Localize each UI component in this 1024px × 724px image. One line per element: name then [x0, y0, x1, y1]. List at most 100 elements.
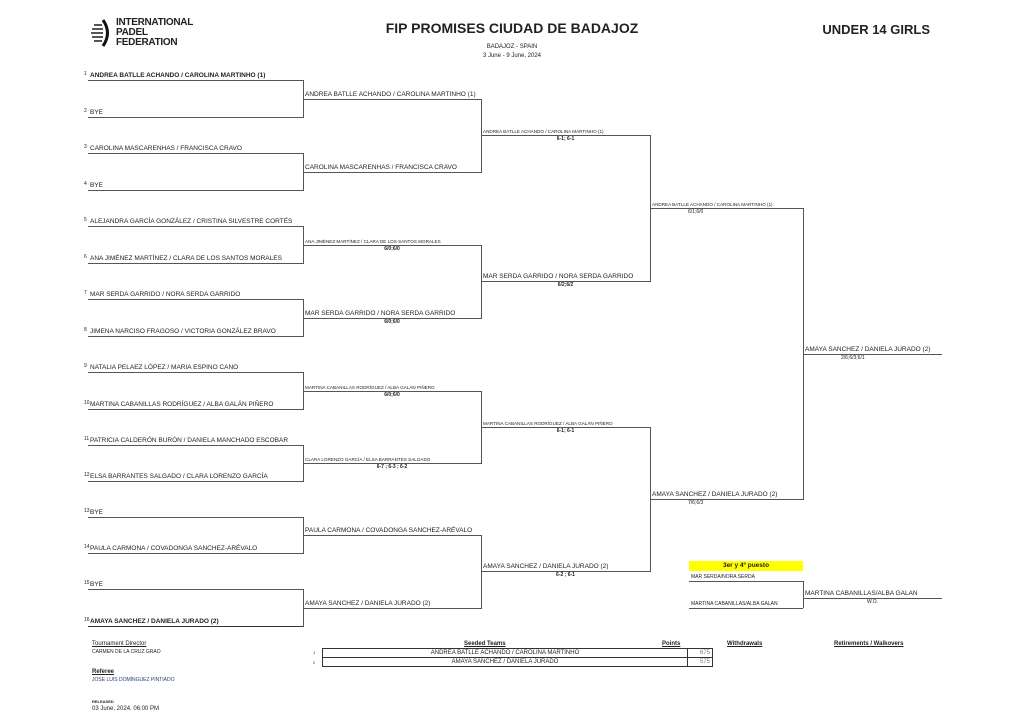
team-name: ANDREA BATLLE ACHANDO / CAROLINA MARTINH…: [90, 72, 266, 79]
category-title: UNDER 14 GIRLS: [822, 22, 930, 37]
retirements-label: Retirements / Walkovers: [834, 641, 904, 647]
match-winner: ANDREA BATLLE ACHANDO / CAROLINA MARTINH…: [650, 196, 803, 215]
logo-line: INTERNATIONAL: [116, 17, 194, 28]
draw-entry: PAULA CARMONA / COVADONGA SANCHEZ-ARÉVAL…: [88, 541, 303, 554]
draw-entry: BYE: [88, 105, 303, 118]
draw-position: 6: [84, 254, 87, 260]
draw-position: 4: [84, 181, 87, 187]
draw-position: 7: [84, 290, 87, 296]
draw-position: 2: [84, 108, 87, 114]
match-winner: CLARA LORENZO GARCÍA / ELSA BARRANTES SA…: [303, 451, 481, 470]
match-winner: AMAYA SANCHEZ / DANIELA JURADO (2)6-2 ; …: [481, 559, 650, 578]
team-name: ANDREA BATLLE ACHANDO / CAROLINA MARTINH…: [483, 129, 604, 134]
match-winner: AMAYA SANCHEZ / DANIELA JURADO (2) 7/6;6/…: [650, 487, 803, 506]
location: BADAJOZ - SPAIN: [486, 44, 538, 50]
draw-entry: ANA JIMÉNEZ MARTÍNEZ / CLARA DE LOS SANT…: [88, 251, 303, 264]
footer-released: RELEASED 03 June, 2024. 06:00 PM: [92, 699, 159, 712]
draw-entry: CAROLINA MASCARENHAS / FRANCISCA CRAVO: [88, 141, 303, 154]
team-name: CAROLINA MASCARENHAS / FRANCISCA CRAVO: [305, 163, 457, 171]
draw-entry: BYE: [88, 178, 303, 191]
match-winner: MARTINA CABANILLAS RODRÍGUEZ / ALBA GALÁ…: [481, 415, 650, 434]
match-score: 6-1; 6-1: [556, 427, 575, 434]
draw-position: 16: [84, 617, 90, 623]
draw-position: 9: [84, 363, 87, 369]
draw-entry: NATALIA PELAEZ LÓPEZ / MARIA ESPINO CANO: [88, 360, 303, 373]
team-name: AMAYA SANCHEZ / DANIELA JURADO (2): [652, 491, 778, 498]
director-name: CARMEN DE LA CRUZ GRAO: [92, 649, 161, 655]
fip-logo-icon: [91, 19, 109, 47]
match-winner: AMAYA SANCHEZ / DANIELA JURADO (2): [303, 596, 481, 609]
team-name: ANDREA BATLLE ACHANDO / CAROLINA MARTINH…: [305, 90, 476, 98]
draw-entry: MARTINA CABANILLAS RODRÍGUEZ / ALBA GALÁ…: [88, 397, 303, 410]
draw-position: 1: [84, 71, 87, 77]
points-label: Points: [662, 641, 681, 647]
released-date: 03 June, 2024. 06:00 PM: [92, 706, 160, 712]
seed-team: AMAYA SANCHEZ / DANIELA JURADO: [322, 657, 688, 667]
team-name: MARTINA CABANILLAS/ALBA GALAN: [691, 601, 778, 607]
team-name: AMAYA SANCHEZ / DANIELA JURADO (2): [805, 345, 931, 353]
team-name: PATRICIA CALDERÓN BURÓN / DANIELA MANCHA…: [90, 437, 289, 444]
draw-position: 12: [84, 472, 90, 478]
draw-position: 11: [84, 436, 90, 442]
table-row: ANDREA BATLLE ACHANDO / CAROLINA MARTINH…: [322, 648, 713, 658]
match-score: 7/6;6/3: [688, 500, 704, 506]
team-name: MARTINA CABANILLAS/ALBA GALAN: [805, 590, 918, 597]
logo-line: PADEL: [116, 27, 148, 38]
team-name: ALEJANDRA GARCÍA GONZÁLEZ / CRISTINA SIL…: [90, 218, 293, 225]
match-winner: MARTINA CABANILLAS RODRÍGUEZ / ALBA GALÁ…: [303, 379, 481, 398]
draw-entry: PATRICIA CALDERÓN BURÓN / DANIELA MANCHA…: [88, 433, 303, 446]
match-score: 6/0;6/0: [384, 318, 400, 325]
draw-position: 14: [84, 544, 90, 550]
draw-position: 10: [84, 400, 90, 406]
draw-position: 8: [84, 327, 87, 333]
match-score: 6/2;6/2: [557, 282, 574, 288]
team-name: MARTINA CABANILLAS RODRÍGUEZ / ALBA GALÁ…: [483, 420, 613, 426]
match-winner: PAULA CARMONA / COVADONGA SANCHEZ-ARÉVAL…: [303, 523, 481, 536]
connector: [803, 581, 804, 608]
team-name: BYE: [90, 109, 104, 116]
match-score: 6/0;6/0: [384, 245, 400, 252]
director-label: Tournament Director: [92, 641, 147, 647]
seed-team: ANDREA BATLLE ACHANDO / CAROLINA MARTINH…: [322, 648, 688, 658]
team-name: CAROLINA MASCARENHAS / FRANCISCA CRAVO: [90, 145, 242, 152]
team-name: AMAYA SANCHEZ / DANIELA JURADO (2): [305, 599, 431, 607]
team-name: MAR SERDA GARRIDO / NORA SERDA GARRIDO: [90, 291, 241, 298]
released-label: RELEASED: [92, 699, 114, 704]
team-name: AMAYA SANCHEZ / DANIELA JURADO (2): [90, 618, 219, 625]
seed-number: 2: [313, 660, 316, 665]
draw-entry: BYE: [88, 505, 303, 518]
draw-position: 3: [84, 144, 87, 150]
third-place-label: 3er y 4º puesto: [689, 561, 803, 571]
team-name: PAULA CARMONA / COVADONGA SANCHEZ-ARÉVAL…: [305, 527, 473, 534]
team-name: ANA JIMÉNEZ MARTÍNEZ / CLARA DE LOS SANT…: [305, 238, 441, 244]
withdrawals-label: Withdrawals: [727, 641, 763, 647]
team-name: JIMENA NARCISO FRAGOSO / VICTORIA GONZÁL…: [90, 328, 276, 335]
team-name: AMAYA SANCHEZ / DANIELA JURADO (2): [483, 563, 609, 571]
seeded-teams-table: ANDREA BATLLE ACHANDO / CAROLINA MARTINH…: [322, 648, 713, 667]
match-winner: ANA JIMÉNEZ MARTÍNEZ / CLARA DE LOS SANT…: [303, 233, 481, 252]
seed-number: 1: [313, 650, 316, 655]
draw-entry: AMAYA SANCHEZ / DANIELA JURADO (2): [88, 614, 303, 627]
team-name: ANDREA BATLLE ACHANDO / CAROLINA MARTINH…: [652, 202, 773, 207]
team-name: MAR SERDA/NORA SERDA: [691, 574, 755, 580]
referee-label: Referee: [92, 669, 115, 675]
team-name: BYE: [90, 509, 104, 516]
team-name: MARTINA CABANILLAS RODRÍGUEZ / ALBA GALÁ…: [90, 401, 274, 408]
draw-position: 13: [84, 508, 90, 514]
seed-points: 675: [687, 648, 713, 658]
dates: 3 June - 9 June, 2024: [482, 53, 542, 59]
match-score: 6-2 ; 6-1: [556, 572, 575, 579]
match-winner: AMAYA SANCHEZ / DANIELA JURADO (2)2/6;6/…: [803, 342, 942, 361]
match-score: 6/0;6/0: [384, 391, 400, 398]
match-score: 6-7 ; 6-3 ; 6-2: [376, 464, 408, 470]
match-score: 2/6;6/3;6/1: [841, 354, 865, 361]
team-name: NATALIA PELAEZ LÓPEZ / MARIA ESPINO CANO: [90, 364, 239, 371]
team-name: MAR SERDA GARRIDO / NORA SERDA GARRIDO: [483, 273, 634, 280]
seed-points: 575: [687, 657, 713, 667]
match-winner: ANDREA BATLLE ACHANDO / CAROLINA MARTINH…: [303, 87, 481, 100]
team-name: MARTINA CABANILLAS RODRÍGUEZ / ALBA GALÁ…: [305, 384, 435, 390]
